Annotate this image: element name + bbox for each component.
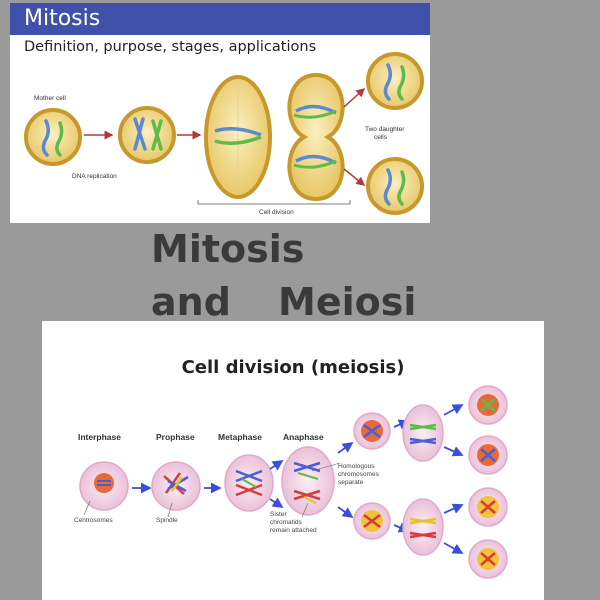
- gamete-1: [468, 385, 508, 425]
- sister-chromatids-label: Sister chromatids remain attached: [270, 511, 317, 534]
- dna-replication-label: DNA replication: [72, 173, 117, 180]
- mother-cell: [24, 108, 82, 166]
- two-daughter-label-line2: cells: [374, 134, 388, 141]
- mother-cell-label: Mother cell: [34, 95, 66, 102]
- phase-label-interphase: Interphase: [78, 432, 121, 442]
- meiosis1-daughter-top: [353, 412, 391, 450]
- phase-label-anaphase: Anaphase: [283, 432, 324, 442]
- homologous-label: Homologous chromosomes separate: [338, 463, 379, 486]
- meiosis1-daughter-bottom: [353, 502, 391, 540]
- mitosis-title: Mitosis: [24, 6, 101, 31]
- homologous-label-line3: separate: [338, 478, 364, 486]
- headline-line2-and: and: [151, 280, 231, 324]
- mitosis-diagram: [24, 52, 424, 215]
- daughter-cell-bottom: [366, 157, 424, 215]
- prophase-cell: [151, 461, 201, 511]
- meiosis-title: Cell division (meiosis): [181, 357, 405, 378]
- cell-division-label: Cell division: [259, 209, 294, 216]
- anaphase-cell-meiosis: [281, 446, 335, 516]
- sister-label-line3: remain attached: [270, 526, 317, 534]
- homologous-label-line1: Homologous: [338, 463, 375, 470]
- headline-line1: Mitosis: [151, 227, 305, 271]
- spindle-label: Spindle: [156, 517, 178, 524]
- meiosis2-cell-bottom: [402, 498, 444, 556]
- homologous-label-line2: chromosomes: [338, 470, 379, 478]
- gamete-4: [468, 539, 508, 579]
- daughter-cell-top: [366, 52, 424, 110]
- centrosomes-label: Centrosomes: [74, 517, 113, 524]
- mitosis-panel: Mitosis Definition, purpose, stages, app…: [10, 3, 430, 223]
- phase-label-prophase: Prophase: [156, 432, 195, 442]
- meiosis-diagram: [79, 385, 508, 579]
- sister-label-line2: chromatids: [270, 518, 302, 526]
- two-daughter-label-line1: Two daughter: [365, 126, 405, 133]
- sister-label-line1: Sister: [270, 511, 287, 518]
- headline-line2-meiosi: Meiosi: [278, 280, 417, 324]
- gamete-2: [468, 435, 508, 475]
- mitosis-header-bar: Mitosis: [10, 3, 430, 35]
- meiosis2-cell-top: [402, 404, 444, 462]
- replicated-cell: [118, 106, 176, 164]
- metaphase-cell-meiosis: [224, 454, 274, 512]
- phase-label-metaphase: Metaphase: [218, 432, 262, 442]
- anaphase-cell: [287, 72, 345, 202]
- metaphase-cell: [204, 75, 272, 199]
- meiosis-panel: Cell division (meiosis) Interphase Proph…: [42, 321, 544, 600]
- mitosis-subtitle: Definition, purpose, stages, application…: [24, 39, 317, 55]
- gamete-3: [468, 487, 508, 527]
- interphase-cell: [79, 461, 129, 511]
